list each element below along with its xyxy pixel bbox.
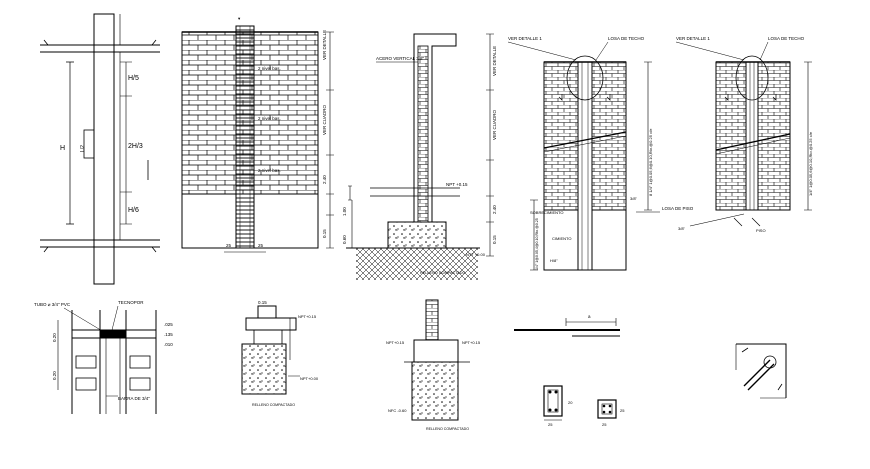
pipe-label: TUBO ⌀ 3/4" PVC (34, 302, 71, 307)
bar-label-a: 3/8" (630, 196, 638, 201)
detail-dim-l2: 0.20 (52, 371, 57, 380)
footing-label-c: RELLENO COMPACTADO (252, 403, 295, 407)
section-dim-l1: 1.00 (342, 207, 347, 216)
detail-dim-2: .135 (164, 332, 173, 337)
ref-detail-label-a: VER DETALLE 1 (508, 36, 542, 41)
joint-detail-6: TUBO ⌀ 3/4" PVC TECNOPOR BARRA DE 3/4" .… (34, 300, 173, 414)
col10-dim-w: 25 (548, 422, 553, 427)
section-dim-r2: VER CUADRO (492, 109, 497, 140)
col-footing-label-d: RELLENO COMPACTADO (426, 427, 469, 431)
foam-label: TECNOPOR (118, 300, 144, 305)
tie-label-b: PISO (756, 228, 766, 233)
section-soil-label: RELLENO COMPACTADO (420, 271, 465, 275)
wall-elevation-2: 2 nivel bas. 2 nivel bas. 2 nivel bas. V… (181, 16, 334, 253)
wall-dim-r4: 0.15 (322, 229, 327, 238)
wall-dim-b2: 25 (258, 243, 264, 248)
detail-dim-l1: 0.20 (52, 333, 57, 342)
col10-dim-h: 20 (568, 400, 573, 405)
footing-detail-7: 0.15 NPT+0.15 NPT+0.00 RELLENO COMPACTAD… (241, 300, 319, 407)
col-footing-label-b: NPT+0.15 (462, 340, 481, 345)
wall-dim-r3: 2.40 (322, 175, 327, 184)
column-top-label: ▾ (238, 16, 241, 21)
corner-detail-12 (735, 343, 787, 399)
slab-detail-9: a (514, 314, 620, 337)
bar-label: BARRA DE 3/4" (118, 396, 150, 401)
col-footing-label-a: NPT+0.15 (386, 340, 405, 345)
detail-dim-1: .025 (164, 322, 173, 327)
dim-v2-label-a: 1/4" 1@0.05,4@0.10,Rto.@0.25 (535, 218, 539, 270)
section-dim-r3: 2.40 (492, 205, 497, 214)
footing-dim-top: 0.15 (258, 300, 267, 305)
section-top-label: ACERO VERTICAL 3/8" (376, 56, 425, 61)
col11-dim-w: 25 (602, 422, 607, 427)
footing-label-a: NPT+0.15 (298, 314, 317, 319)
section-dim-r4: 0.15 (492, 235, 497, 244)
ref-detail-label-b: VER DETALLE 1 (676, 36, 710, 41)
column-elevation-1: H/5 2H/3 H L/2 H/6 (40, 13, 160, 285)
detail-dim-3: .010 (164, 342, 173, 347)
wall-label-3: 2 nivel bas. (258, 168, 281, 173)
wall-section-3: ACERO VERTICAL 3/8" NPT +0.15 NTT +0.00 … (342, 33, 497, 280)
column-section-10: 25 20 (543, 385, 573, 427)
footing-label-b: NPT+0.00 (300, 376, 319, 381)
ref-bar-label-a: H/8" (550, 258, 558, 263)
wall-dim-r2: VER CUADRO (322, 104, 327, 135)
dim-bottom-label: H/6 (128, 207, 139, 214)
dim-side-label: H (60, 145, 65, 152)
dim-top-label: H/5 (128, 75, 139, 82)
found-label-a: SOBRECIMIENTO (530, 210, 564, 215)
dim-v-label-b: 1/4" 1@0.05,6@0.10,Rto.@0.25 c/e (808, 131, 813, 196)
footing-detail-8: NPT+0.15 NPT+0.15 NFC -0.60 RELLENO COMP… (386, 299, 481, 431)
wall-label-2: 2 nivel bas. (258, 116, 281, 121)
section-level-label: NPT +0.15 (446, 182, 468, 187)
wall-elevation-4: VER DETALLE 1 LOSA DE TECHO SOBRECIMIENT… (507, 36, 694, 271)
wall-dim-b1: 25 (226, 243, 232, 248)
dim-small-label: L/2 (80, 145, 86, 152)
section-floor-label: NTT +0.00 (466, 252, 486, 257)
wall-label-1: 2 nivel bas. (258, 66, 281, 71)
dim-mid-label: 2H/3 (128, 143, 143, 150)
wall-elevation-5: VER DETALLE 1 LOSA DE TECHO 3/8" PISO 1/… (675, 36, 813, 233)
column-section-11: 25 25 (597, 399, 625, 427)
dim-v-label-a: 8 1/4" 1@0.05,6@0.10,Rto.@0.25 c/e (648, 128, 653, 196)
slab-dim-top: a (588, 314, 591, 319)
wall-dim-r1: VER DETALLE (322, 30, 327, 60)
section-dim-l2: 0.60 (342, 235, 347, 244)
ref-slab-label-a: LOSA DE TECHO (608, 36, 645, 41)
bar-label-b: 3/8" (678, 226, 686, 231)
col11-dim-h: 25 (620, 408, 625, 413)
section-dim-r1: VER DETALLE (492, 46, 497, 76)
walltie-label-a: LOSA DE PISO (662, 206, 694, 211)
col-footing-label-c: NFC -0.60 (388, 408, 407, 413)
cement-label-a: CIMIENTO (552, 236, 571, 241)
ref-slab-label-b: LOSA DE TECHO (768, 36, 805, 41)
